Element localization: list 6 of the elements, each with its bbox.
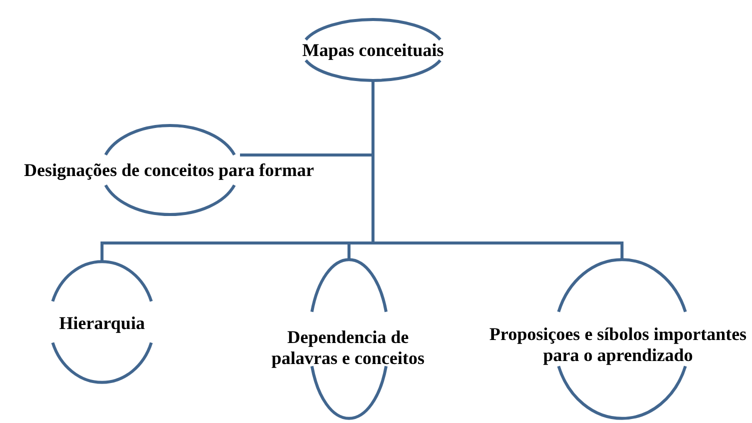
node-label: Hierarquia <box>59 312 145 334</box>
node-label: Mapas conceituais <box>302 40 444 60</box>
node-label: Dependencia de palavras e conceitos <box>270 327 426 369</box>
node-label: Designações de conceitos para formar <box>24 160 314 180</box>
node-label: Proposiçoes e síbolos importantes para o aprendizado <box>488 324 748 366</box>
connector-line <box>372 81 624 259</box>
